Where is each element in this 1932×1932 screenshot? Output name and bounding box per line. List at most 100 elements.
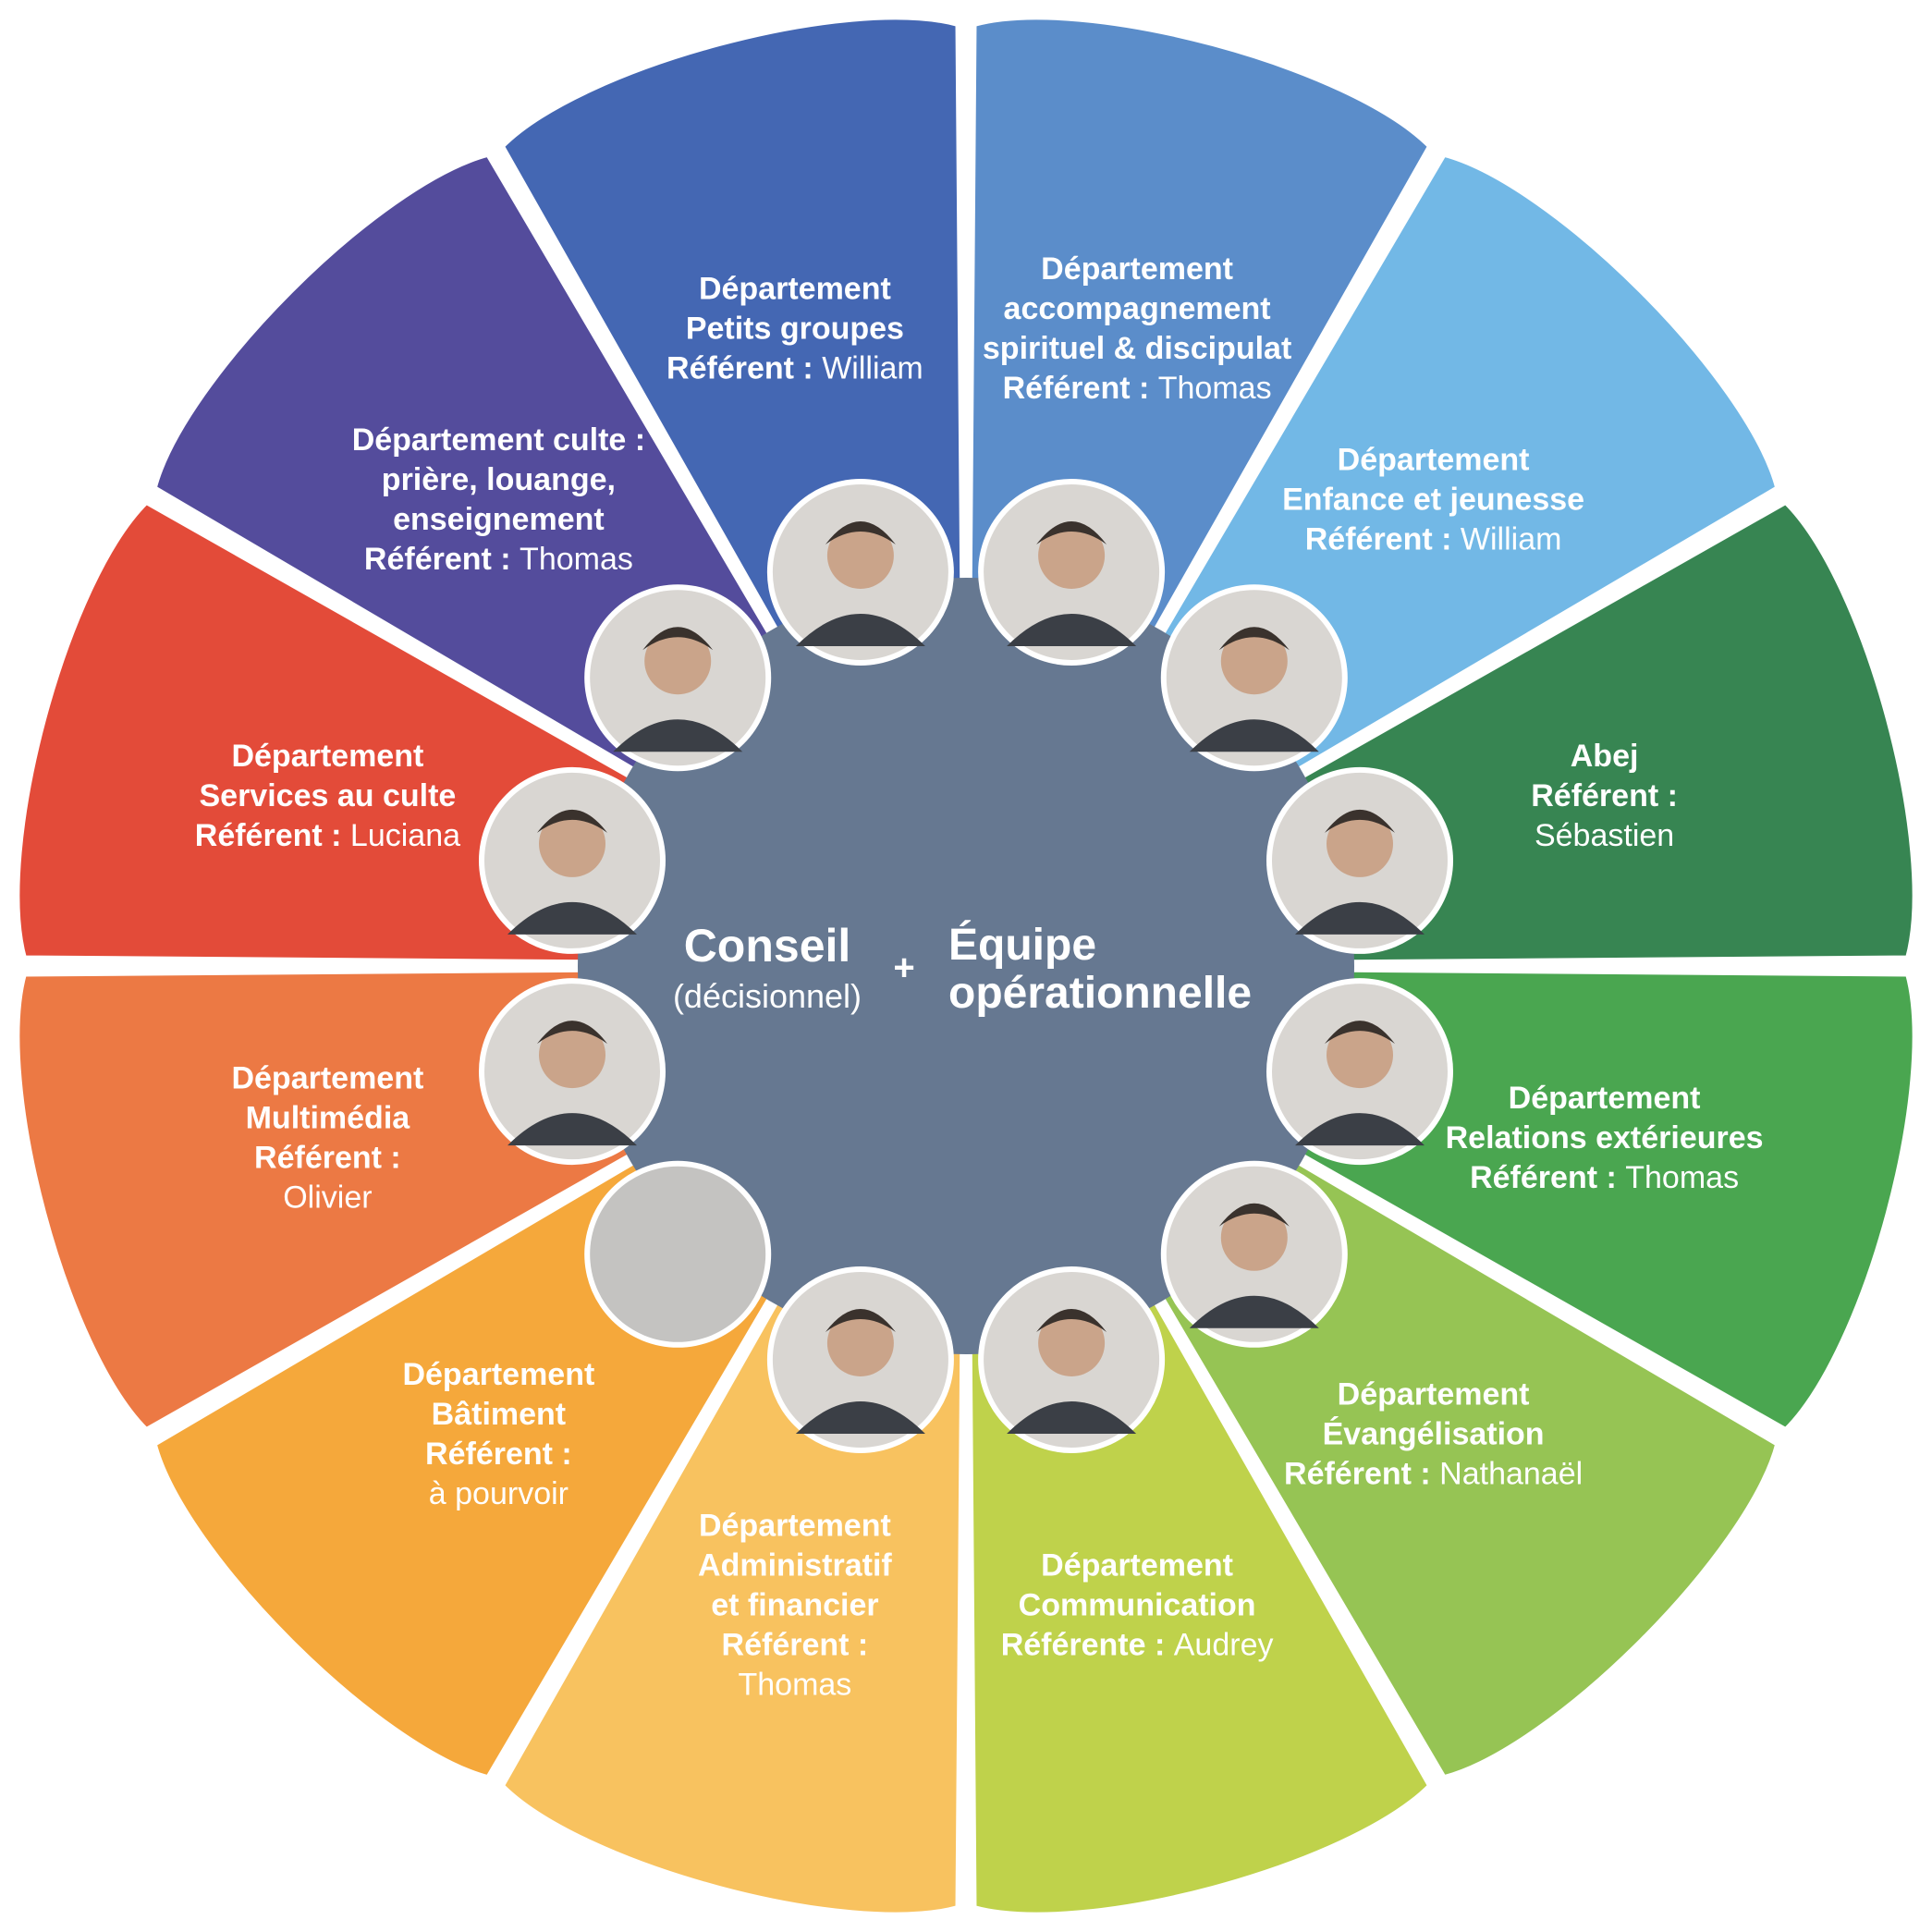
photo-face [1038,1310,1106,1376]
segment-label-bold: Département [1041,251,1233,287]
center-layer: Conseil (décisionnel) + Équipe opération… [578,578,1354,1354]
segment-label-line: Référent : Thomas [364,542,633,577]
center-operationnelle: opérationnelle [948,969,1252,1018]
labels-layer: Département accompagnement spirituel & dis… [195,251,1764,1703]
segment-label-bold: Référent : [195,818,350,853]
segment-referent-name: Thomas [738,1668,851,1703]
segment-label-line: Abej [1571,739,1639,774]
segment-label-bold: Département [1509,1081,1701,1116]
segment-label-bold: Services au culte [199,778,456,813]
segment-label-bold: Référent : [254,1141,401,1176]
segment-label-bold: Département [1041,1548,1233,1584]
segment-label-bold: Département [1338,442,1530,477]
photo-hair [1218,1203,1290,1227]
segment-label-bold: Abej [1571,739,1639,774]
segment-label-bold: Communication [1019,1588,1256,1623]
segment-label-line: Référent : [425,1437,572,1472]
segment-label-bold: Enfance et jeunesse [1282,482,1584,517]
segment-label-bold: Relations extérieures [1446,1120,1764,1156]
photo-hair [537,1021,607,1045]
segment-label-line: Services au culte [199,778,456,813]
segment-label-bold: Petits groupes [686,311,904,346]
photo-hair [1325,1021,1395,1045]
segment-label-bold: Département [1338,1377,1530,1412]
segment-label-bold: Référent : [1305,521,1461,556]
segment-label-line: Multimédia [246,1101,411,1136]
segment-label-bold: Référent : [1284,1457,1439,1492]
segment-label-bold: accompagnement [1004,291,1271,326]
photo-disc [590,1166,766,1342]
segment-label-bold: enseignement [393,502,605,537]
referent-photo-icon [1266,978,1453,1166]
referent-photo-icon [1160,1160,1348,1348]
photo-shoulders [1007,1401,1137,1434]
segment-referent-name: Thomas [520,542,633,577]
photo-hair [825,1309,896,1332]
segment-label-line: Département [402,1357,594,1392]
segment-referent-name: Thomas [1158,371,1272,406]
photo-hair [825,521,896,544]
referent-photo-icon [978,1266,1166,1453]
photo-face [1220,628,1288,695]
segment-label-bold: Département culte : [352,422,645,458]
segment-referent-name: William [1461,521,1562,556]
photo-shoulders [1189,719,1319,752]
photo-hair [537,809,607,833]
segment-referent-name: Luciana [350,818,460,853]
segment-label-line: Référent : Luciana [195,818,460,853]
segment-label-line: Thomas [738,1668,851,1703]
referent-photo-icon [766,479,954,666]
segment-label-line: Département [1041,251,1233,287]
segment-label-line: Bâtiment [432,1397,566,1432]
photo-shoulders [613,719,743,752]
segment-label-bold: spirituel & discipulat [983,331,1291,366]
segment-referent-name: William [822,350,923,385]
empty-photo-icon [584,1160,772,1348]
segment-referent-name: Nathanaël [1439,1457,1583,1492]
segment-label-line: Administratif [698,1548,892,1584]
segment-label-bold: Département [699,271,891,306]
segment-label-line: Département [699,271,891,306]
segment-label-line: Enfance et jeunesse [1282,482,1584,517]
segment-label-line: Département [699,1509,891,1544]
photo-shoulders [795,614,925,646]
photo-face [539,810,605,877]
referent-photo-icon [479,978,666,1166]
segment-label-bold: Référente : [1001,1628,1174,1663]
photo-face [644,628,712,695]
referent-photo-icon [978,479,1166,666]
segment-label-bold: Référent : [1003,371,1158,406]
segment-label-bold: Département [231,739,423,774]
photo-hair [1036,521,1107,544]
photo-face [826,1310,894,1376]
segment-referent-name: Audrey [1174,1628,1274,1663]
segment-label-line: Référent : [722,1628,869,1663]
segment-label-line: Département [1338,1377,1530,1412]
segment-label-line: Référent : [254,1141,401,1176]
segment-label-bold: Administratif [698,1548,892,1584]
center-plus: + [893,948,914,988]
segment-label-bold: Département [231,1061,423,1096]
segment-label-line: Petits groupes [686,311,904,346]
segment-label-line: Département [231,739,423,774]
photo-shoulders [1295,901,1425,935]
photo-face [539,1021,605,1089]
segment-label-line: Sébastien [1535,818,1674,853]
segment-label-line: Référent : Thomas [1470,1160,1739,1195]
segment-label-line: Département [231,1061,423,1096]
segment-label-line: Évangélisation [1323,1417,1545,1452]
segment-label-line: Référent : William [1305,521,1562,556]
photo-face [1038,522,1106,589]
photo-hair [642,627,714,651]
segment-label-line: et financier [711,1588,878,1623]
segment-label-bold: Référent : [364,542,520,577]
referent-photo-icon [1266,766,1453,954]
segment-label-1: Département accompagnement spirituel & dis… [983,251,1291,406]
segment-label-bold: Référent : [722,1628,869,1663]
